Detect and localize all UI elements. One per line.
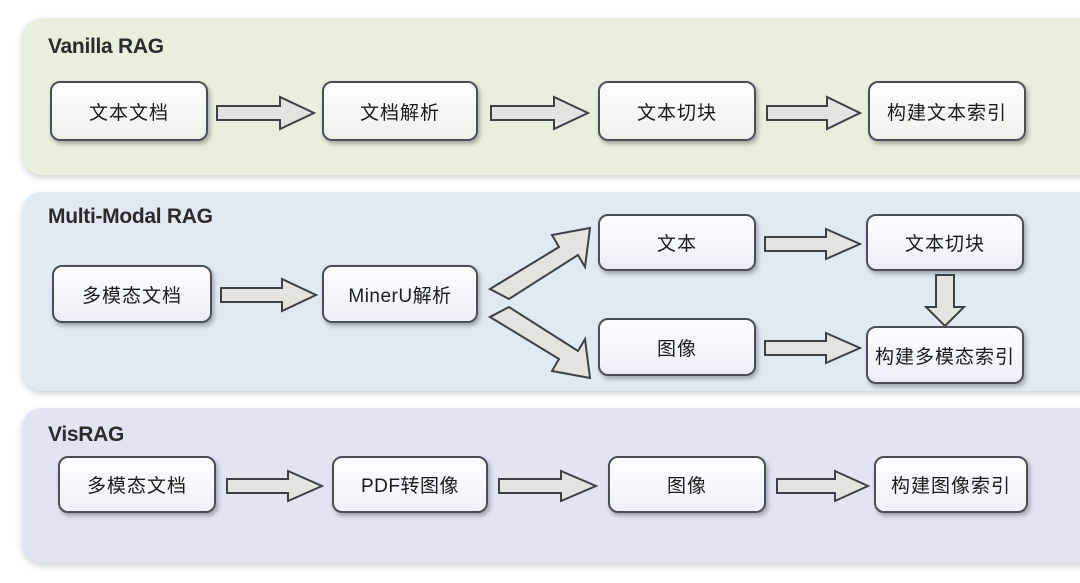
panel-title-multi-modal-rag: Multi-Modal RAG [48,205,213,228]
node-label: 构建多模态索引 [874,345,1015,368]
arrow-down-right-mineru-to-image [486,300,606,392]
node-label: 文档解析 [359,101,440,124]
arrow-right-doc-parse-to-text-chunk [490,95,591,131]
node-mineru-parse: MinerU解析 [322,265,478,323]
node-visrag-doc: 多模态文档 [58,456,216,513]
arrow-right-text-chunk-to-build-text-index [766,95,863,131]
node-mm-text-chunk: 文本切块 [866,214,1024,271]
arrow-right-mm-text-to-text-chunk [764,227,863,261]
node-label: 构建文本索引 [886,101,1007,124]
arrow-right-text-doc-to-doc-parse [216,95,317,131]
node-visrag-image: 图像 [608,456,766,513]
node-mm-image: 图像 [598,318,756,376]
node-text-doc: 文本文档 [50,81,208,141]
node-label: MinerU解析 [348,285,452,307]
node-build-image-index: 构建图像索引 [874,456,1028,513]
node-doc-parse: 文档解析 [322,81,478,141]
panel-title-vanilla-rag: Vanilla RAG [48,35,164,58]
node-build-text-index: 构建文本索引 [868,81,1026,141]
node-mm-text: 文本 [598,214,756,271]
node-label: PDF转图像 [360,476,459,497]
arrow-right-image-to-build-img-index [776,469,871,503]
node-label: 图像 [666,475,707,497]
node-label: 图像 [656,337,697,360]
node-multimodal-doc: 多模态文档 [52,265,212,323]
arrow-right-pdf-to-image-node [498,469,599,503]
arrow-right-mm-doc-to-mineru [220,277,319,313]
node-label: 多模态文档 [86,475,187,497]
node-mm-build-index: 构建多模态索引 [866,326,1024,384]
arrow-right-mm-image-to-mm-index [764,331,863,365]
arrow-up-right-mineru-to-text [486,214,606,306]
node-label: 文本文档 [88,101,169,124]
node-text-chunk: 文本切块 [598,81,756,141]
node-label: 文本切块 [636,101,717,124]
node-pdf-to-image: PDF转图像 [332,456,488,513]
node-label: 构建图像索引 [890,475,1011,497]
arrow-down-text-chunk-to-mm-index [922,274,968,328]
node-label: 多模态文档 [81,284,182,307]
panel-title-visrag: VisRAG [48,423,125,446]
arrow-right-visrag-doc-to-pdf [226,469,325,503]
node-label: 文本 [656,233,697,255]
node-label: 文本切块 [904,233,985,255]
